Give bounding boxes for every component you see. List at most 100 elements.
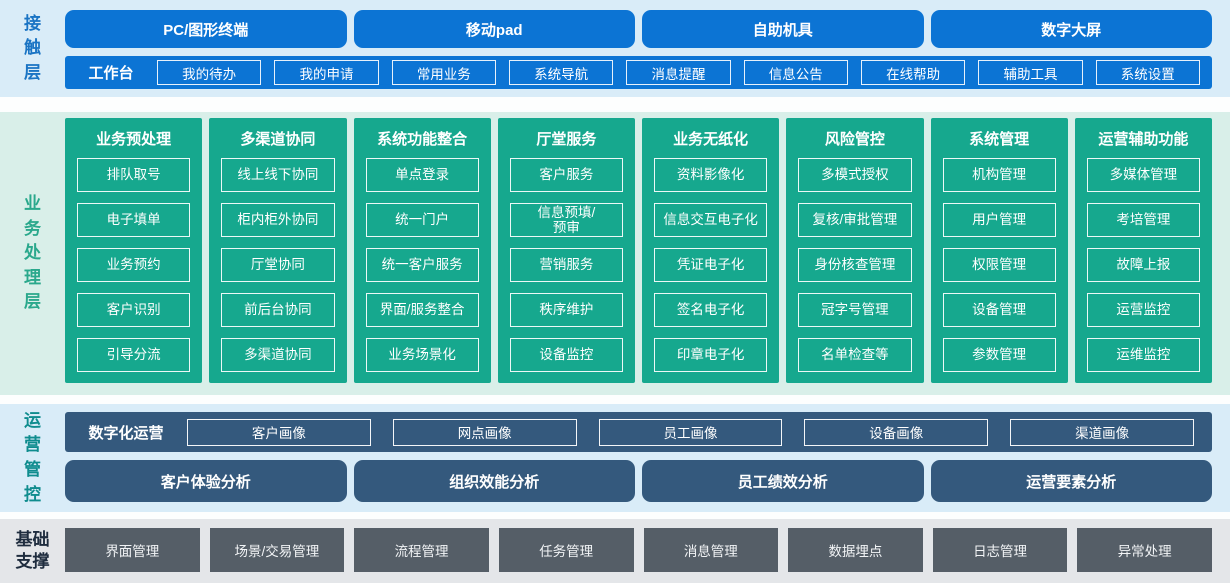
business-column-title: 系统管理 <box>969 131 1030 148</box>
business-item[interactable]: 秩序维护 <box>509 293 623 327</box>
portrait-button[interactable]: 渠道画像 <box>1010 418 1194 446</box>
business-column-items: 机构管理用户管理权限管理设备管理参数管理 <box>942 158 1056 372</box>
workbench-item[interactable]: 信息公告 <box>743 60 848 85</box>
business-item[interactable]: 统一客户服务 <box>365 248 479 282</box>
foundation-button[interactable]: 数据埋点 <box>788 528 923 572</box>
workbench-item[interactable]: 我的申请 <box>274 60 379 85</box>
foundation-items: 界面管理场景/交易管理流程管理任务管理消息管理数据埋点日志管理异常处理 <box>65 528 1212 572</box>
portrait-button[interactable]: 客户画像 <box>187 418 371 446</box>
section-separator <box>0 512 1230 519</box>
business-column-title: 风险管控 <box>824 131 885 148</box>
business-item[interactable]: 印章电子化 <box>654 338 768 372</box>
foundation-button[interactable]: 任务管理 <box>498 528 634 572</box>
business-item[interactable]: 参数管理 <box>942 338 1056 372</box>
business-item[interactable]: 营销服务 <box>509 248 623 282</box>
business-item[interactable]: 客户识别 <box>77 293 191 327</box>
business-layer-label: 业务处理层 <box>24 193 41 312</box>
operations-layer-gutter: 运营管控 <box>0 404 65 512</box>
business-item[interactable]: 复核/审批管理 <box>798 203 912 237</box>
business-item[interactable]: 多模式授权 <box>798 158 912 192</box>
portrait-button[interactable]: 设备画像 <box>804 418 989 446</box>
foundation-button[interactable]: 日志管理 <box>932 528 1068 572</box>
business-item[interactable]: 电子填单 <box>77 203 191 237</box>
analysis-button[interactable]: 员工绩效分析 <box>642 460 924 502</box>
workbench-item[interactable]: 消息提醒 <box>626 60 731 85</box>
portrait-button[interactable]: 网点画像 <box>392 418 577 446</box>
business-item[interactable]: 名单检查等 <box>798 338 912 372</box>
business-column: 系统功能整合 单点登录统一门户统一客户服务界面/服务整合业务场景化 <box>353 118 491 383</box>
business-item[interactable]: 运营监控 <box>1086 293 1200 327</box>
foundation-button[interactable]: 流程管理 <box>354 528 489 572</box>
business-item[interactable]: 资料影像化 <box>654 158 768 192</box>
business-item[interactable]: 设备监控 <box>509 338 623 372</box>
foundation-button[interactable]: 界面管理 <box>65 528 200 572</box>
business-column: 运营辅助功能 多媒体管理考培管理故障上报运营监控运维监控 <box>1074 118 1212 383</box>
business-item[interactable]: 业务预约 <box>77 248 191 282</box>
foundation-button[interactable]: 场景/交易管理 <box>209 528 345 572</box>
business-item[interactable]: 排队取号 <box>77 158 191 192</box>
foundation-layer-label: 基础支撑 <box>15 529 50 571</box>
business-item[interactable]: 多媒体管理 <box>1086 158 1200 192</box>
business-item[interactable]: 柜内柜外协同 <box>221 203 335 237</box>
analysis-button[interactable]: 组织效能分析 <box>353 460 635 502</box>
business-item[interactable]: 单点登录 <box>365 158 479 192</box>
business-item[interactable]: 设备管理 <box>942 293 1056 327</box>
business-item[interactable]: 机构管理 <box>942 158 1056 192</box>
business-item[interactable]: 界面/服务整合 <box>365 293 479 327</box>
business-item[interactable]: 权限管理 <box>942 248 1056 282</box>
foundation-button[interactable]: 消息管理 <box>643 528 779 572</box>
business-columns: 业务预处理 排队取号电子填单业务预约客户识别引导分流 多渠道协同 线上线下协同柜… <box>65 118 1212 383</box>
analysis-button[interactable]: 客户体验分析 <box>65 460 347 502</box>
portrait-button[interactable]: 员工画像 <box>598 418 783 446</box>
business-column: 风险管控 多模式授权复核/审批管理身份核查管理冠字号管理名单检查等 <box>786 118 924 383</box>
business-item[interactable]: 统一门户 <box>365 203 479 237</box>
business-item[interactable]: 冠字号管理 <box>798 293 912 327</box>
analysis-button[interactable]: 运营要素分析 <box>930 460 1212 502</box>
foundation-button[interactable]: 异常处理 <box>1077 528 1212 572</box>
device-button[interactable]: PC/图形终端 <box>65 10 347 48</box>
workbench-item[interactable]: 系统设置 <box>1095 60 1200 85</box>
business-column-items: 排队取号电子填单业务预约客户识别引导分流 <box>77 158 191 372</box>
business-item[interactable]: 前后台协同 <box>221 293 335 327</box>
business-item[interactable]: 业务场景化 <box>365 338 479 372</box>
business-column-title: 厅堂服务 <box>536 131 597 148</box>
business-item[interactable]: 信息交互电子化 <box>654 203 768 237</box>
business-item[interactable]: 用户管理 <box>942 203 1056 237</box>
workbench-item[interactable]: 在线帮助 <box>860 60 966 85</box>
device-button[interactable]: 数字大屏 <box>930 10 1212 48</box>
business-item[interactable]: 客户服务 <box>509 158 623 192</box>
device-button[interactable]: 自助机具 <box>642 10 924 48</box>
business-item[interactable]: 线上线下协同 <box>221 158 335 192</box>
business-item[interactable]: 签名电子化 <box>654 293 768 327</box>
business-column-items: 单点登录统一门户统一客户服务界面/服务整合业务场景化 <box>365 158 479 372</box>
operations-layer-label: 运营管控 <box>24 410 41 504</box>
business-item[interactable]: 身份核查管理 <box>798 248 912 282</box>
business-item[interactable]: 考培管理 <box>1086 203 1200 237</box>
business-column-title: 业务预处理 <box>96 131 172 148</box>
business-column: 系统管理 机构管理用户管理权限管理设备管理参数管理 <box>930 118 1068 383</box>
workbench-item[interactable]: 系统导航 <box>508 60 614 85</box>
section-separator <box>0 97 1230 112</box>
operations-control-layer: 运营管控 数字化运营 客户画像网点画像员工画像设备画像渠道画像 客户体验分析组织… <box>0 404 1230 512</box>
device-button[interactable]: 移动pad <box>353 10 635 48</box>
business-item[interactable]: 多渠道协同 <box>221 338 335 372</box>
business-column: 业务无纸化 资料影像化信息交互电子化凭证电子化签名电子化印章电子化 <box>642 118 780 383</box>
workbench-item[interactable]: 辅助工具 <box>978 60 1083 85</box>
business-column-items: 资料影像化信息交互电子化凭证电子化签名电子化印章电子化 <box>654 158 768 372</box>
workbench-item[interactable]: 我的待办 <box>157 60 262 85</box>
business-item[interactable]: 信息预填/ 预审 <box>509 203 623 237</box>
business-column-title: 业务无纸化 <box>673 131 749 148</box>
workbench-item[interactable]: 常用业务 <box>391 60 496 85</box>
business-item[interactable]: 凭证电子化 <box>654 248 768 282</box>
business-item[interactable]: 厅堂协同 <box>221 248 335 282</box>
business-item[interactable]: 故障上报 <box>1086 248 1200 282</box>
business-column-items: 多模式授权复核/审批管理身份核查管理冠字号管理名单检查等 <box>798 158 912 372</box>
analysis-row: 客户体验分析组织效能分析员工绩效分析运营要素分析 <box>65 460 1212 502</box>
business-item[interactable]: 引导分流 <box>77 338 191 372</box>
business-column-title: 运营辅助功能 <box>1098 131 1189 148</box>
business-item[interactable]: 运维监控 <box>1086 338 1200 372</box>
business-column-title: 多渠道协同 <box>240 131 316 148</box>
